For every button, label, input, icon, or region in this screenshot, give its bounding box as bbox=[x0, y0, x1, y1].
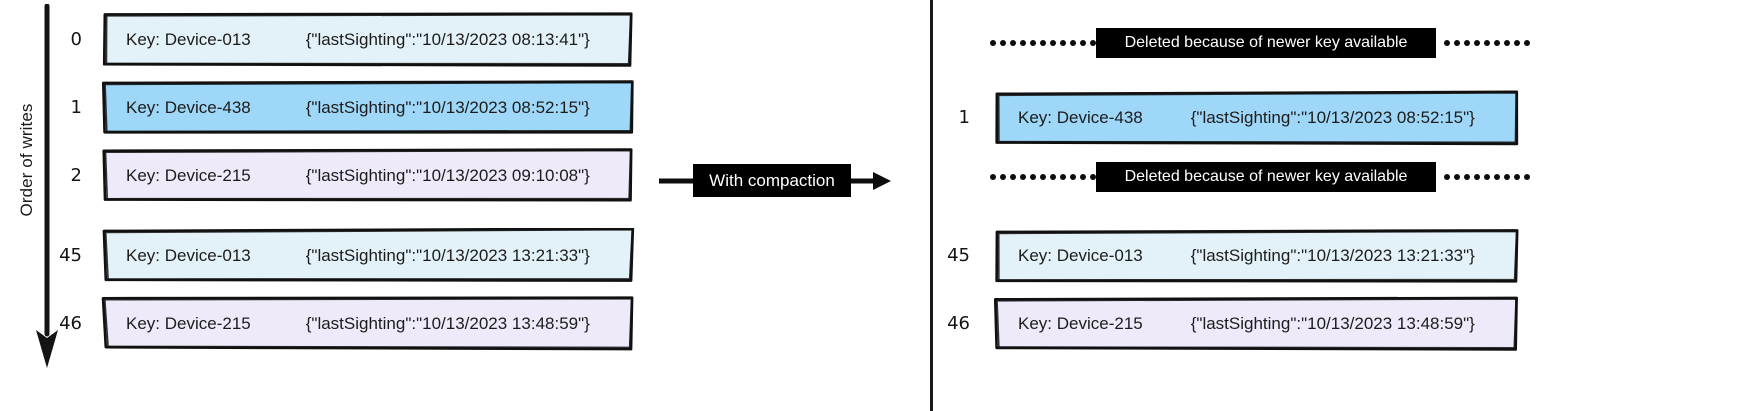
record-sequence-number: 1 bbox=[944, 107, 970, 128]
record-sequence-number: 0 bbox=[56, 29, 82, 50]
log-record-card[interactable]: Key: Device-215{"lastSighting":"10/13/20… bbox=[100, 148, 635, 204]
log-record-card[interactable]: Key: Device-438{"lastSighting":"10/13/20… bbox=[100, 80, 635, 136]
record-sequence-number: 46 bbox=[56, 313, 82, 334]
deleted-record-banner: Deleted because of newer key available bbox=[1096, 28, 1436, 58]
with-compaction-label: With compaction bbox=[693, 164, 851, 197]
log-record-card[interactable]: Key: Device-013{"lastSighting":"10/13/20… bbox=[100, 228, 635, 284]
record-sequence-number: 2 bbox=[56, 165, 82, 186]
dotted-leader bbox=[990, 40, 1100, 50]
log-record-card[interactable]: Key: Device-215{"lastSighting":"10/13/20… bbox=[100, 296, 635, 352]
log-record-card[interactable]: Key: Device-438{"lastSighting":"10/13/20… bbox=[992, 90, 1520, 146]
log-record-card[interactable]: Key: Device-215{"lastSighting":"10/13/20… bbox=[992, 296, 1520, 352]
dotted-leader bbox=[990, 174, 1100, 184]
record-sequence-number: 45 bbox=[56, 245, 82, 266]
dotted-leader bbox=[1444, 174, 1534, 184]
dotted-leader bbox=[1444, 40, 1534, 50]
record-sequence-number: 45 bbox=[944, 245, 970, 266]
panel-divider bbox=[930, 0, 933, 411]
record-sequence-number: 1 bbox=[56, 97, 82, 118]
record-sequence-number: 46 bbox=[944, 313, 970, 334]
log-record-card[interactable]: Key: Device-013{"lastSighting":"10/13/20… bbox=[100, 12, 635, 68]
deleted-record-banner: Deleted because of newer key available bbox=[1096, 162, 1436, 192]
log-record-card[interactable]: Key: Device-013{"lastSighting":"10/13/20… bbox=[992, 228, 1520, 284]
